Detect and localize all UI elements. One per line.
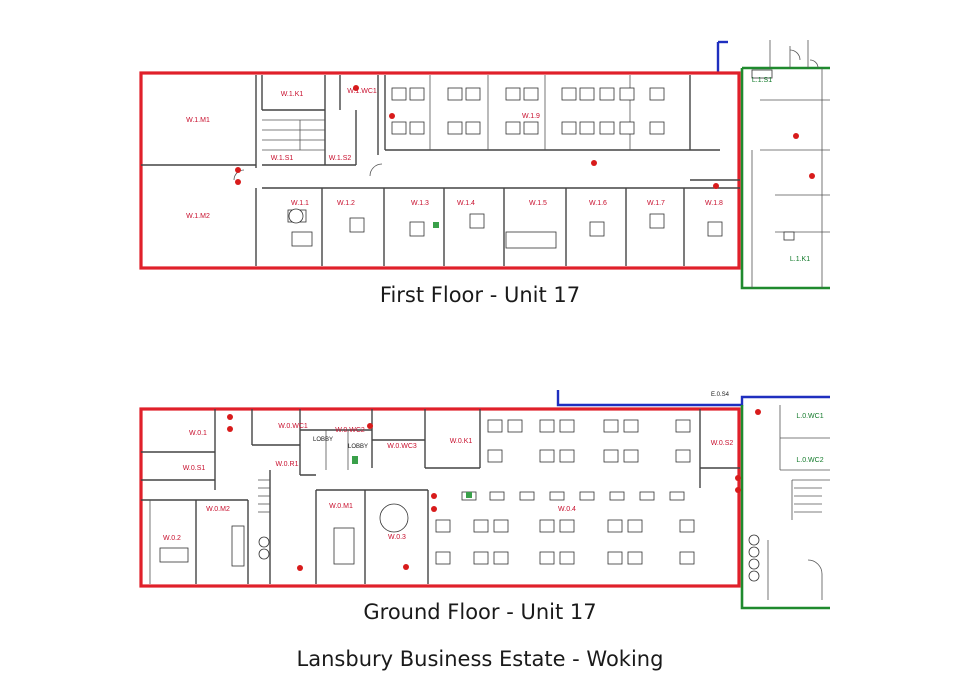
corridor-line [556,390,830,407]
room-label-w03: W.0.3 [388,534,406,541]
room-label-w0m1: W.0.M1 [329,503,353,510]
ground-floor-caption: Ground Floor - Unit 17 [363,600,597,624]
room-label-w17: W.1.7 [647,200,665,207]
room-label-w1k1: W.1.K1 [281,91,304,98]
room-label-w1s1: W.1.S1 [271,155,294,162]
room-label-l0wc1: L.0.WC1 [796,413,823,420]
site-caption: Lansbury Business Estate - Woking [296,647,664,671]
adjacent-unit-outline [740,405,830,610]
room-label-w0k1: W.0.K1 [450,438,473,445]
room-label-w0r1: W.0.R1 [276,461,299,468]
room-label-w14: W.1.4 [457,200,475,207]
room-label-lobby: LOBBY [348,444,368,450]
room-label-w18: W.1.8 [705,200,723,207]
room-label-w02: W.0.2 [163,535,181,542]
room-label-w01: W.0.1 [189,430,207,437]
first-floor-unit-outline [139,71,741,270]
room-label-w0wc2: W.0.WC2 [335,427,365,434]
ground-floor-safety-markers [227,409,761,571]
room-label-w0wc3: W.0.WC3 [387,443,417,450]
room-label-w19: W.1.9 [522,113,540,120]
ground-floor-plan: W.0.1 W.0.S1 W.0.2 W.0.M2 W.0.WC1 W.0.R1… [139,390,830,610]
room-label-w1s2: W.1.S2 [329,155,352,162]
room-label-w12: W.1.2 [337,200,355,207]
room-label-w0s2: W.0.S2 [711,440,734,447]
room-label-w0s1: W.0.S1 [183,465,206,472]
room-label-l0wc2: L.0.WC2 [796,457,823,464]
adjacent-unit-outline [740,66,830,290]
room-label-w1m2: W.1.M2 [186,213,210,220]
room-label-e0s4: E.0.S4 [711,392,730,398]
first-floor-plan: W.1.M1 W.1.M2 W.1.K1 W.1.WC1 W.1.S1 W.1.… [139,40,830,290]
room-label-w0wc1: W.0.WC1 [278,423,308,430]
room-label-w04: W.0.4 [558,506,576,513]
first-floor-caption: First Floor - Unit 17 [379,283,581,307]
room-label-l1s1: L.1.S1 [752,77,772,84]
room-label-w15: W.1.5 [529,200,547,207]
room-label-w1wc1: W.1.WC1 [347,88,377,95]
room-label-w0m2: W.0.M2 [206,506,230,513]
room-label-w1m1: W.1.M1 [186,117,210,124]
room-label-w16: W.1.6 [589,200,607,207]
ground-floor-unit-outline [139,407,741,588]
room-label-w13: W.1.3 [411,200,429,207]
room-label-w11: W.1.1 [291,200,309,207]
room-label-lobby: LOBBY [313,437,333,443]
first-floor-safety-markers [235,85,815,189]
room-label-l1k1: L.1.K1 [790,256,810,263]
